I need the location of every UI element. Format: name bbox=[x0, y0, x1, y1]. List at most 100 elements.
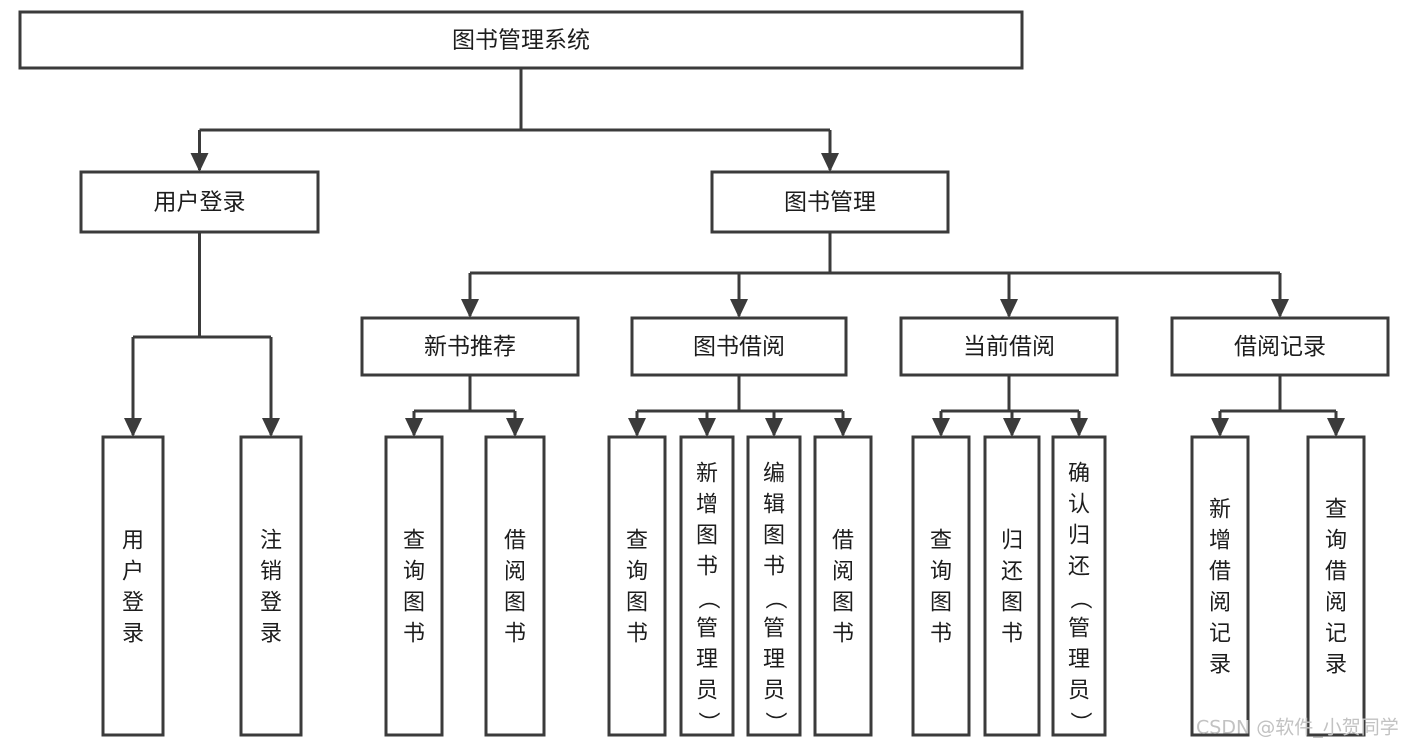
node-box-leaf-edit-book[interactable] bbox=[746, 435, 802, 737]
svg-text:借: 借 bbox=[1325, 560, 1347, 585]
svg-text:书: 书 bbox=[696, 555, 718, 580]
node-box-leaf-add-record[interactable] bbox=[1190, 435, 1250, 737]
arrow-head-icon bbox=[461, 299, 479, 318]
svg-text:管: 管 bbox=[763, 617, 785, 642]
svg-text:新: 新 bbox=[696, 462, 718, 487]
svg-text:记: 记 bbox=[1325, 622, 1347, 647]
node-box-leaf-query-book-rec[interactable] bbox=[384, 435, 444, 737]
svg-text:增: 增 bbox=[696, 493, 718, 518]
node-label-book-borrow: 图书借阅 bbox=[693, 334, 785, 360]
node-label-root: 图书管理系统 bbox=[452, 28, 590, 54]
svg-text:录: 录 bbox=[260, 622, 282, 647]
node-new-book-rec[interactable]: 新书推荐 bbox=[360, 316, 580, 377]
arrow-head-icon bbox=[1000, 299, 1018, 318]
node-current-borrow[interactable]: 当前借阅 bbox=[899, 316, 1119, 377]
node-box-book-borrow[interactable] bbox=[630, 316, 848, 377]
node-borrow-record[interactable]: 借阅记录 bbox=[1170, 316, 1390, 377]
csdn-watermark: CSDN @软件_小贺同学 bbox=[1196, 717, 1399, 739]
svg-text:询: 询 bbox=[626, 560, 648, 585]
svg-text:录: 录 bbox=[122, 622, 144, 647]
node-label-leaf-user-login: 用户登录 bbox=[122, 529, 144, 647]
arrow-head-icon bbox=[190, 153, 209, 172]
svg-text:书: 书 bbox=[763, 555, 785, 580]
svg-text:查: 查 bbox=[403, 529, 425, 554]
svg-text:新: 新 bbox=[1209, 498, 1231, 523]
node-user-login[interactable]: 用户登录 bbox=[79, 170, 320, 234]
node-box-leaf-return-book[interactable] bbox=[983, 435, 1041, 737]
svg-text:图: 图 bbox=[504, 591, 526, 616]
arrow-head-icon bbox=[628, 418, 646, 437]
svg-text:确: 确 bbox=[1068, 462, 1090, 487]
node-box-leaf-query-record[interactable] bbox=[1306, 435, 1366, 737]
svg-text:书: 书 bbox=[626, 622, 648, 647]
svg-text:销: 销 bbox=[260, 560, 282, 585]
node-box-leaf-query-book-bw[interactable] bbox=[607, 435, 667, 737]
svg-text:借: 借 bbox=[1209, 560, 1231, 585]
node-box-current-borrow[interactable] bbox=[899, 316, 1119, 377]
node-box-leaf-user-login[interactable] bbox=[101, 435, 165, 737]
svg-text:）: ） bbox=[695, 711, 720, 733]
svg-text:）: ） bbox=[1067, 711, 1092, 733]
arrow-head-icon bbox=[698, 418, 716, 437]
node-box-root[interactable] bbox=[18, 10, 1024, 70]
arrow-head-icon bbox=[1211, 418, 1229, 437]
svg-text:书: 书 bbox=[930, 622, 952, 647]
arrow-head-icon bbox=[932, 418, 950, 437]
svg-text:图: 图 bbox=[930, 591, 952, 616]
node-book-manage[interactable]: 图书管理 bbox=[710, 170, 950, 234]
arrow-head-icon bbox=[730, 299, 748, 318]
arrow-head-icon bbox=[821, 153, 839, 172]
svg-text:）: ） bbox=[762, 711, 787, 733]
svg-text:用: 用 bbox=[122, 529, 144, 554]
node-book-borrow[interactable]: 图书借阅 bbox=[630, 316, 848, 377]
node-box-leaf-confirm-return[interactable] bbox=[1051, 435, 1107, 737]
svg-text:理: 理 bbox=[763, 648, 785, 673]
node-box-leaf-logout[interactable] bbox=[239, 435, 303, 737]
svg-text:询: 询 bbox=[403, 560, 425, 585]
svg-text:记: 记 bbox=[1209, 622, 1231, 647]
arrow-head-icon bbox=[506, 418, 524, 437]
svg-text:借: 借 bbox=[832, 529, 854, 554]
node-root[interactable]: 图书管理系统 bbox=[18, 10, 1024, 70]
node-box-user-login[interactable] bbox=[79, 170, 320, 234]
svg-text:录: 录 bbox=[1209, 653, 1231, 678]
node-box-leaf-borrow-book-rec[interactable] bbox=[484, 435, 546, 737]
svg-text:理: 理 bbox=[696, 648, 718, 673]
svg-text:理: 理 bbox=[1068, 648, 1090, 673]
svg-text:注: 注 bbox=[260, 529, 282, 554]
node-box-book-manage[interactable] bbox=[710, 170, 950, 234]
node-box-leaf-query-book-cb[interactable] bbox=[911, 435, 971, 737]
svg-text:还: 还 bbox=[1068, 555, 1090, 580]
svg-text:阅: 阅 bbox=[1325, 591, 1347, 616]
node-box-leaf-borrow-book-bw[interactable] bbox=[813, 435, 873, 737]
node-box-borrow-record[interactable] bbox=[1170, 316, 1390, 377]
svg-text:员: 员 bbox=[763, 679, 785, 704]
node-box-new-book-rec[interactable] bbox=[360, 316, 580, 377]
node-box-leaf-add-book[interactable] bbox=[679, 435, 735, 737]
svg-text:认: 认 bbox=[1068, 493, 1090, 518]
arrow-head-icon bbox=[1070, 418, 1088, 437]
node-leaf-user-login[interactable]: 用户登录 bbox=[101, 435, 165, 737]
arrow-head-icon bbox=[765, 418, 783, 437]
